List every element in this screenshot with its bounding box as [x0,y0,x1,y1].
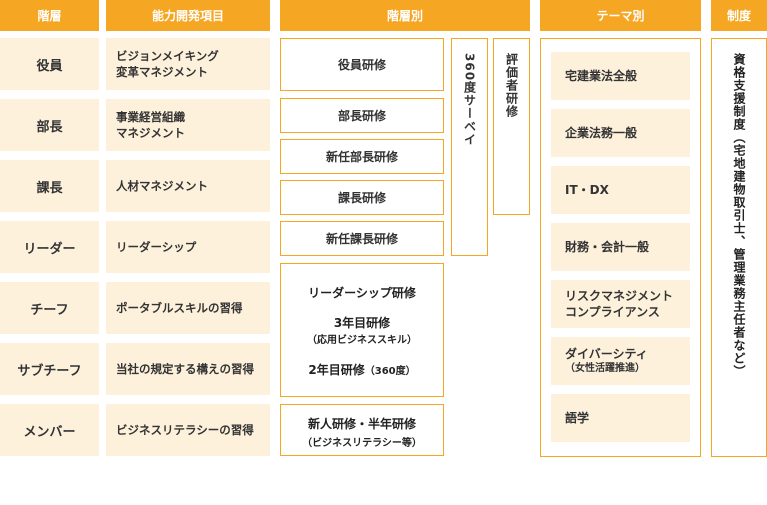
survey-360-box: 360度サーベイ [451,38,488,256]
training-year2-sub: （360度） [364,366,416,377]
level-cell: 役員 [0,38,99,90]
training-year2: 2年目研修 [308,363,365,377]
survey-360-label: 360度サーベイ [462,53,477,147]
training-manager: 課長研修 [280,180,444,215]
theme-item: 宅建業法全般 [551,52,690,100]
theme-item: 企業法務一般 [551,109,690,157]
training-year3-sub: （応用ビジネススキル） [307,335,417,346]
training-leadership: リーダーシップ研修 [308,286,416,300]
header-by-level: 階層別 [280,0,530,31]
level-cell: 課長 [0,160,99,212]
ability-cell: リーダーシップ [106,221,270,273]
training-new-manager: 新任課長研修 [280,221,444,256]
theme-item: IT・DX [551,166,690,214]
ability-cell: ポータブルスキルの習得 [106,282,270,334]
header-by-theme: テーマ別 [540,0,701,31]
theme-item: 語学 [551,394,690,442]
header-level: 階層 [0,0,99,31]
training-new-hire: 新人研修・半年研修 [307,417,416,431]
evaluator-label: 評価者研修 [504,53,519,118]
certification-label: 資格支援制度（宅地建物取引士、管理業務主任者など） [732,53,746,378]
training-executive: 役員研修 [280,38,444,91]
theme-item: ダイバーシティ （女性活躍推進） [551,337,690,385]
level-cell: サブチーフ [0,343,99,395]
theme-label: IT・DX [565,183,609,197]
theme-item: 財務・会計一般 [551,223,690,271]
training-new-gm: 新任部長研修 [280,139,444,174]
ability-cell: 人材マネジメント [106,160,270,212]
theme-label: リスクマネジメント コンプライアンス [565,289,674,319]
ability-cell: 当社の規定する構えの習得 [106,343,270,395]
theme-label: 語学 [565,411,590,425]
ability-cell: ビジネスリテラシーの習得 [106,404,270,456]
level-cell: メンバー [0,404,99,456]
certification-box: 資格支援制度（宅地建物取引士、管理業務主任者など） [711,38,767,457]
theme-label: 宅建業法全般 [565,69,638,83]
ability-cell: ビジョンメイキング 変革マネジメント [106,38,270,90]
training-year3: 3年目研修 [333,316,391,330]
evaluator-box: 評価者研修 [493,38,530,215]
theme-sublabel: （女性活躍推進） [565,363,645,374]
theme-label: ダイバーシティ [565,347,648,361]
level-cell: チーフ [0,282,99,334]
theme-label: 財務・会計一般 [565,240,650,254]
training-new-hire-box: 新人研修・半年研修 （ビジネスリテラシー等） [280,404,444,456]
level-cell: 部長 [0,99,99,151]
training-new-hire-sub: （ビジネスリテラシー等） [302,438,422,449]
theme-label: 企業法務一般 [565,126,638,140]
header-system: 制度 [711,0,767,31]
ability-cell: 事業経営組織 マネジメント [106,99,270,151]
theme-item: リスクマネジメント コンプライアンス [551,280,690,328]
training-junior-group: リーダーシップ研修 3年目研修 （応用ビジネススキル） 2年目研修（360度） [280,263,444,397]
training-gm: 部長研修 [280,98,444,133]
level-cell: リーダー [0,221,99,273]
header-ability: 能力開発項目 [106,0,270,31]
